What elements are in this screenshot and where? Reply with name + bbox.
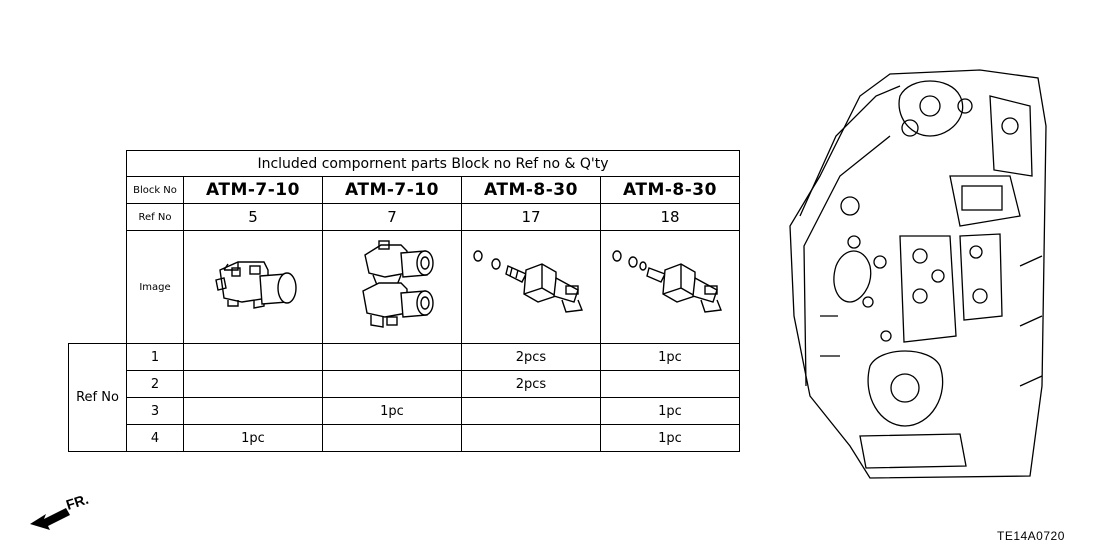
row-ref-number: 1 — [126, 343, 184, 371]
front-label: FR. — [64, 491, 90, 513]
front-direction-arrow-icon: FR. — [30, 491, 90, 530]
qty-cell: 2pcs — [461, 370, 601, 398]
parts-table: Included compornent parts Block no Ref n… — [68, 150, 740, 452]
qty-cell: 1pc — [600, 397, 740, 425]
blank-corner — [69, 231, 127, 344]
qty-cell — [322, 424, 462, 452]
qty-cell — [322, 370, 462, 398]
qty-cell — [183, 343, 323, 371]
solenoid-valve-with-orings-icon — [612, 250, 722, 313]
solenoid-valve-with-orings-icon — [473, 250, 583, 313]
blank-corner — [69, 204, 127, 231]
image-cell — [461, 230, 601, 344]
block-no-label: Block No — [126, 176, 184, 204]
block-no-cell: ATM-7-10 — [183, 176, 323, 204]
row-ref-number: 3 — [126, 397, 184, 425]
qty-cell: 1pc — [600, 424, 740, 452]
qty-cell: 1pc — [183, 424, 323, 452]
blank-corner — [69, 151, 127, 177]
image-cell — [600, 230, 740, 344]
single-solenoid-icon — [215, 261, 297, 309]
image-cell — [322, 230, 462, 344]
block-no-cell: ATM-7-10 — [322, 176, 462, 204]
qty-cell: 1pc — [600, 343, 740, 371]
qty-cell: 2pcs — [461, 343, 601, 371]
ref-no-cell: 5 — [183, 203, 323, 231]
qty-cell: 1pc — [322, 397, 462, 425]
qty-cell — [322, 343, 462, 371]
double-solenoid-icon — [362, 240, 434, 328]
row-ref-number: 4 — [126, 424, 184, 452]
diagram-id: TE14A0720 — [997, 529, 1065, 543]
row-ref-number: 2 — [126, 370, 184, 398]
ref-no-group-label: Ref No — [68, 343, 127, 452]
qty-cell — [183, 397, 323, 425]
blank-corner — [69, 177, 127, 204]
ref-no-label: Ref No — [126, 203, 184, 231]
image-label: Image — [126, 230, 184, 344]
qty-cell — [183, 370, 323, 398]
block-no-cell: ATM-8-30 — [600, 176, 740, 204]
qty-cell — [461, 424, 601, 452]
image-cell — [183, 230, 323, 344]
transmission-housing-icon — [789, 69, 1047, 479]
block-no-cell: ATM-8-30 — [461, 176, 601, 204]
ref-no-cell: 7 — [322, 203, 462, 231]
ref-no-cell: 18 — [600, 203, 740, 231]
ref-no-cell: 17 — [461, 203, 601, 231]
qty-cell — [461, 397, 601, 425]
qty-cell — [600, 370, 740, 398]
table-title: Included compornent parts Block no Ref n… — [126, 150, 740, 177]
